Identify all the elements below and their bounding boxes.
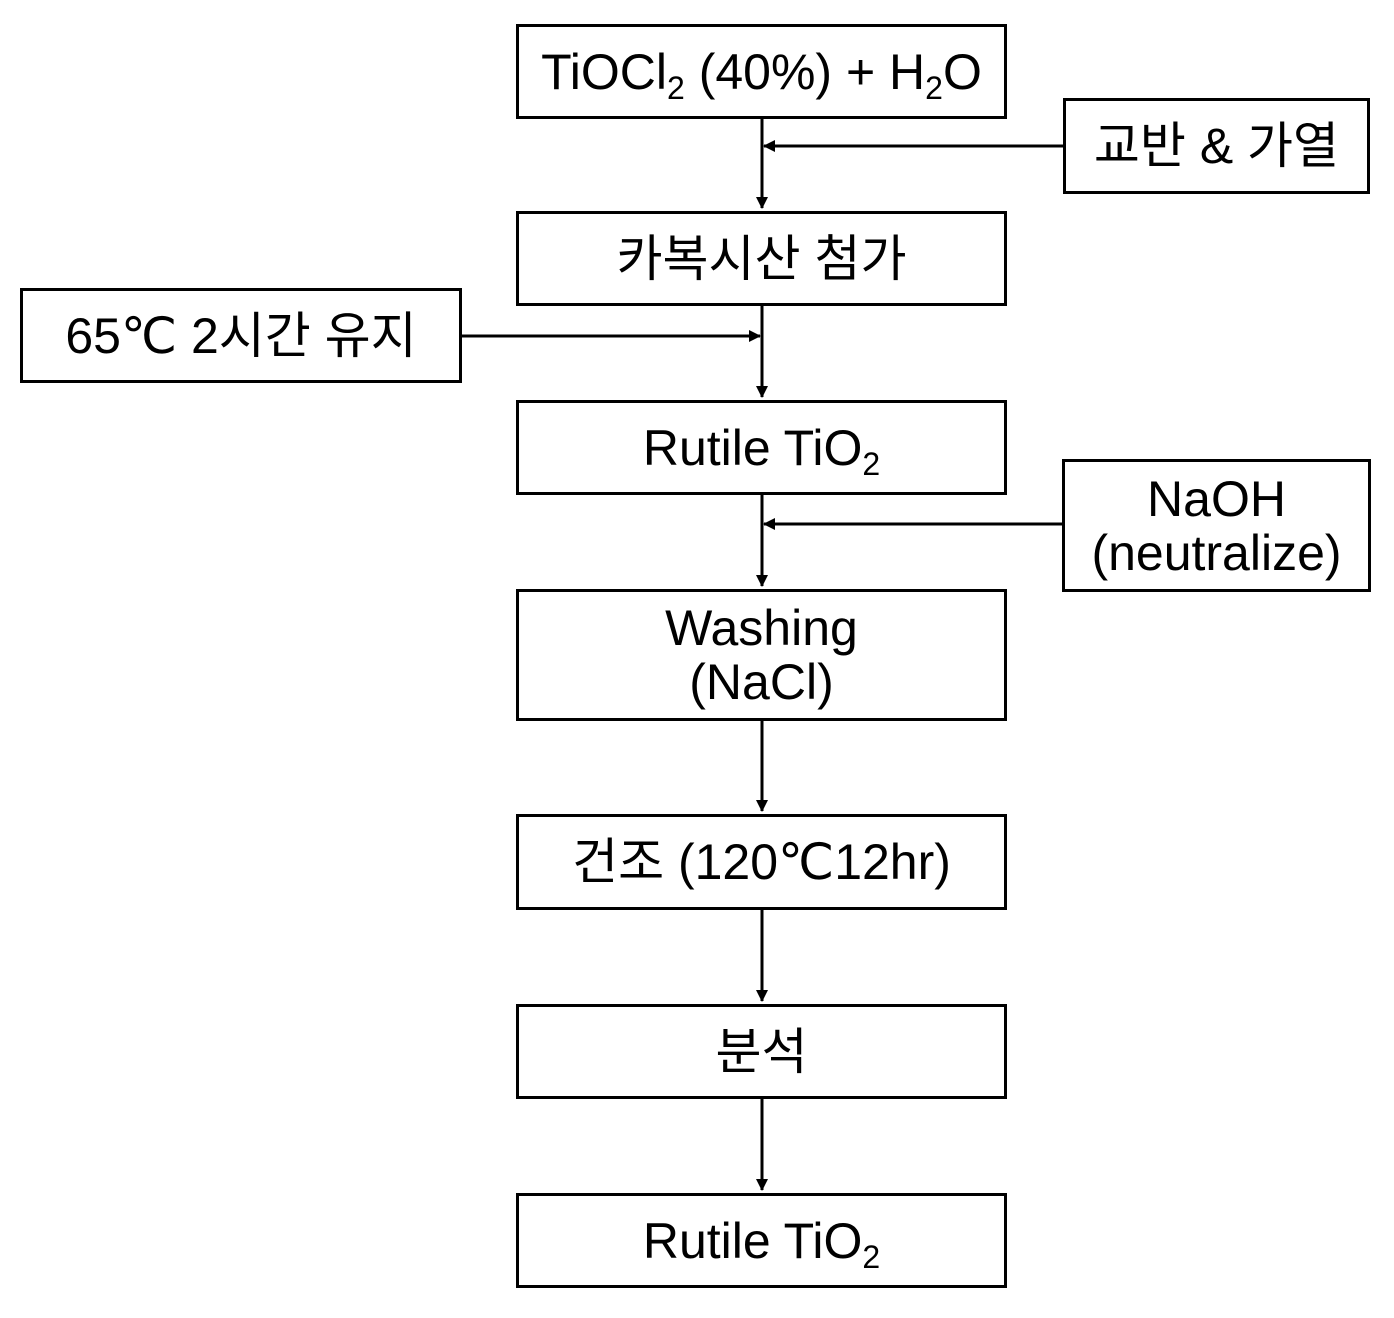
step-washing-line1: Washing	[665, 601, 858, 655]
step-drying: 건조 (120℃12hr)	[516, 814, 1007, 910]
step-analysis-label: 분석	[716, 1025, 808, 1079]
step-tiocl2-h2o-label: TiOCl2 (40%) + H2O	[541, 45, 982, 99]
input-hold-65c-2h: 65℃ 2시간 유지	[20, 288, 462, 383]
step-carboxylic-acid-addition-label: 카복시산 첨가	[617, 232, 907, 286]
input-naoh-neutralize: NaOH (neutralize)	[1062, 459, 1371, 592]
step-analysis: 분석	[516, 1004, 1007, 1099]
input-stir-heat: 교반 & 가열	[1063, 98, 1370, 194]
step-tiocl2-h2o: TiOCl2 (40%) + H2O	[516, 24, 1007, 119]
step-rutile-tio2-label: Rutile TiO2	[643, 421, 880, 475]
step-washing: Washing (NaCl)	[516, 589, 1007, 721]
input-hold-label: 65℃ 2시간 유지	[65, 309, 416, 363]
step-rutile-tio2-final: Rutile TiO2	[516, 1193, 1007, 1288]
input-naoh-line1: NaOH	[1147, 472, 1286, 526]
step-drying-label: 건조 (120℃12hr)	[572, 835, 951, 889]
step-rutile-tio2: Rutile TiO2	[516, 400, 1007, 495]
step-washing-line2: (NaCl)	[689, 655, 833, 709]
input-stir-heat-label: 교반 & 가열	[1094, 119, 1339, 173]
step-carboxylic-acid-addition: 카복시산 첨가	[516, 211, 1007, 306]
step-rutile-tio2-final-label: Rutile TiO2	[643, 1214, 880, 1268]
input-naoh-line2: (neutralize)	[1091, 526, 1341, 580]
